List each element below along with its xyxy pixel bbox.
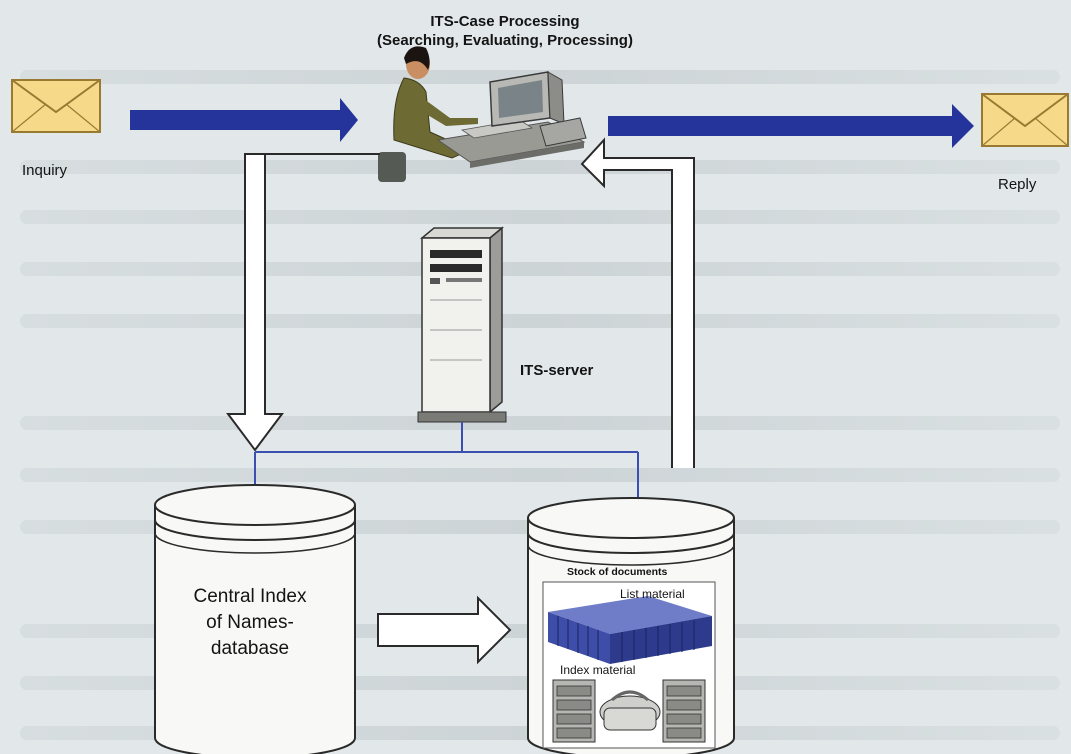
inquiry-envelope-icon <box>11 79 101 133</box>
up-hollow-arrow <box>580 140 682 468</box>
title-line-1: ITS-Case Processing <box>430 13 580 30</box>
filing-cabinet-icon <box>552 679 706 743</box>
inquiry-label: Inquiry <box>22 162 68 179</box>
server-icon <box>417 226 507 423</box>
central-index-database-cylinder-icon <box>154 484 356 754</box>
background-text-line <box>20 210 1060 224</box>
background-text-line <box>20 160 1060 174</box>
down-hollow-arrow <box>226 153 284 452</box>
background-text-line <box>20 262 1060 276</box>
background-text-line <box>20 468 1060 482</box>
person-at-computer-icon <box>378 46 587 182</box>
central-index-label: Central Index of Names- database <box>160 584 340 662</box>
server-label: ITS-server <box>520 362 594 379</box>
list-material-label: List material <box>620 587 685 601</box>
title-line-2: (Searching, Evaluating, Processing) <box>377 32 633 49</box>
central-index-line-1: Central Index <box>193 586 307 607</box>
reply-label: Reply <box>998 176 1037 193</box>
diagram-title: ITS-Case Processing (Searching, Evaluati… <box>345 12 665 50</box>
index-material-label: Index material <box>560 663 636 677</box>
server-connection-lines <box>254 422 639 502</box>
stock-of-documents-label: Stock of documents <box>567 566 668 578</box>
central-index-line-3: database <box>210 638 290 659</box>
archive-shelves-icon <box>548 596 712 664</box>
up-hollow-arrow-outline <box>580 137 695 468</box>
transfer-hollow-arrow <box>377 595 512 665</box>
inquiry-arrow <box>130 98 358 142</box>
background-text-line <box>20 314 1060 328</box>
central-index-line-2: of Names- <box>206 612 294 633</box>
reply-arrow <box>608 104 974 148</box>
reply-envelope-icon <box>981 93 1069 147</box>
background-text-line <box>20 416 1060 430</box>
